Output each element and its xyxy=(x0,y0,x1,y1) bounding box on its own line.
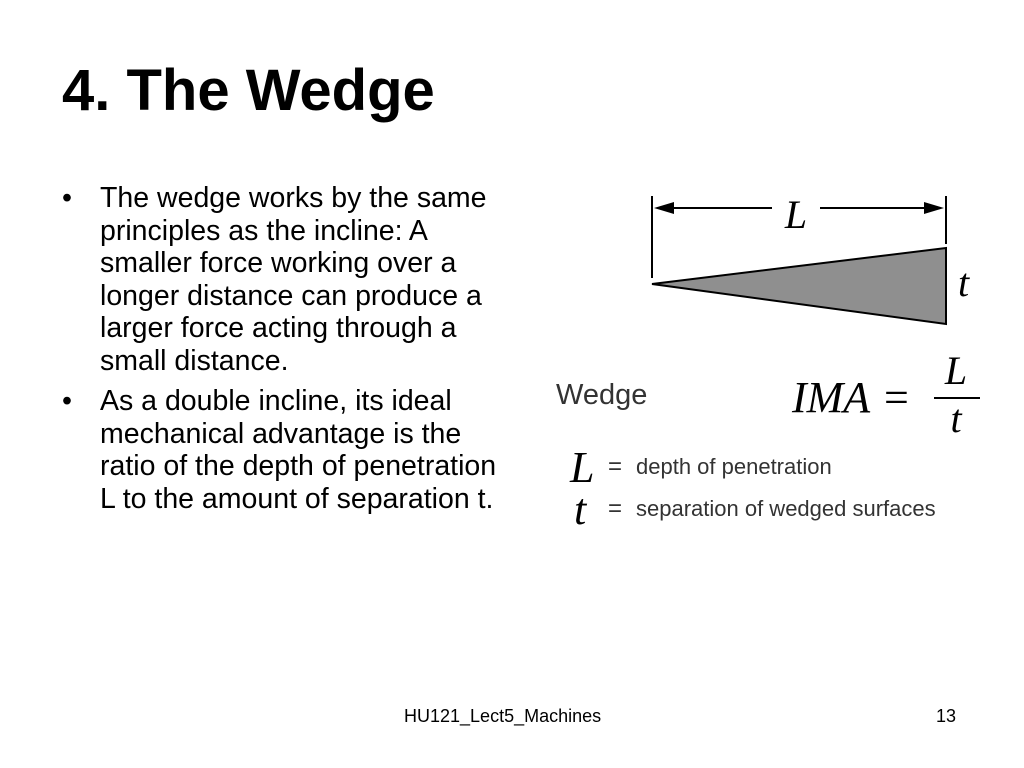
thickness-label: t xyxy=(958,260,970,305)
bullet-text: The wedge works by the same principles a… xyxy=(100,182,487,377)
formula-denominator: t xyxy=(950,396,962,441)
legend-text-l: depth of penetration xyxy=(636,454,832,479)
length-label: L xyxy=(784,192,807,237)
bullet-item: • The wedge works by the same principles… xyxy=(62,182,512,377)
machine-label: Wedge xyxy=(556,379,647,411)
legend-symbol-t: t xyxy=(574,485,588,528)
formula-numerator: L xyxy=(944,348,967,393)
arrow-right-icon xyxy=(924,202,944,214)
bullet-icon: • xyxy=(62,182,72,214)
wedge-figure: L t Wedge IMA = L t L = depth of penetra… xyxy=(548,188,988,528)
legend-equals-t: = xyxy=(608,495,622,522)
slide-title: 4. The Wedge xyxy=(62,58,435,123)
legend-equals-l: = xyxy=(608,453,622,480)
page-number: 13 xyxy=(936,706,957,726)
formula-lhs: IMA xyxy=(791,373,871,422)
bullet-icon: • xyxy=(62,385,72,417)
footer-title: HU121_Lect5_Machines xyxy=(404,706,602,726)
wedge-diagram: L t Wedge IMA = L t L = depth of penetra… xyxy=(556,192,980,528)
legend-text-t: separation of wedged surfaces xyxy=(636,496,936,521)
wedge-shape xyxy=(651,246,947,326)
arrow-left-icon xyxy=(654,202,674,214)
bullet-list: • The wedge works by the same principles… xyxy=(62,182,512,523)
legend-symbol-l: L xyxy=(569,443,594,492)
formula-equals: = xyxy=(884,373,909,422)
bullet-item: • As a double incline, its ideal mechani… xyxy=(62,385,512,515)
bullet-text: As a double incline, its ideal mechanica… xyxy=(100,385,497,515)
